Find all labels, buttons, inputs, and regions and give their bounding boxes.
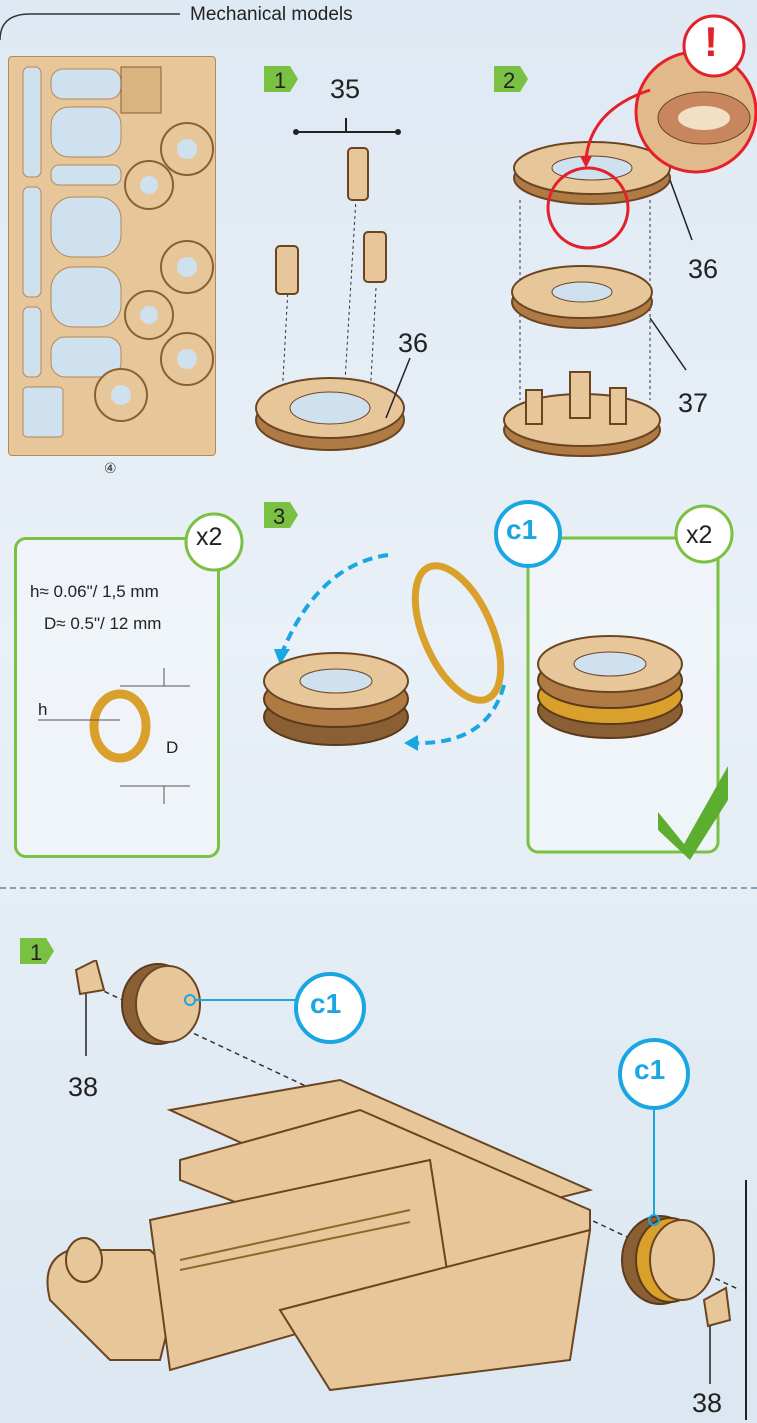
part-label-36-b: 36 (688, 254, 719, 284)
spec-h-label: h (38, 700, 48, 719)
svg-text:3: 3 (273, 504, 285, 529)
callout-circle-2 (618, 1038, 690, 1110)
bottom-step-1-badge: 1 (20, 938, 54, 965)
part-label-37: 37 (678, 388, 709, 418)
callout-c1-left: c1 (310, 988, 342, 1019)
parts-sheet (8, 56, 216, 456)
section-divider (0, 887, 757, 889)
part-label-38-left: 38 (68, 1072, 99, 1102)
biplane-assembly-illustration (46, 960, 747, 1420)
step-1-illustration (255, 118, 411, 451)
warning-icon: ! (704, 18, 718, 65)
spec-d-label: D (166, 738, 179, 757)
part-label-38-right: 38 (692, 1388, 723, 1418)
header-rule (0, 13, 180, 40)
spec-multiplier: x2 (196, 523, 223, 551)
header-title: Mechanical models (190, 4, 353, 25)
callout-c1-right: c1 (634, 1054, 666, 1085)
result-multiplier: x2 (686, 521, 713, 549)
svg-text:2: 2 (503, 68, 515, 93)
spec-multiplier-badge (184, 512, 244, 572)
spec-thickness: h≈ 0.06"/ 1,5 mm (30, 582, 159, 601)
part-label-36: 36 (398, 328, 429, 358)
callout-circle-1 (294, 972, 366, 1044)
step-1-badge: 1 (264, 66, 298, 93)
result-box (494, 500, 734, 860)
step-2-illustration (503, 14, 757, 457)
part-label-35: 35 (330, 74, 361, 104)
step-3-badge: 3 (264, 502, 298, 529)
rubber-band-diagram (38, 668, 190, 804)
svg-text:1: 1 (274, 68, 286, 93)
step-2-badge: 2 (494, 66, 528, 93)
sheet-number: ④ (104, 460, 117, 476)
parts-sheet-illustration (22, 66, 214, 438)
result-callout: c1 (506, 514, 538, 545)
svg-text:1: 1 (30, 940, 42, 965)
spec-diameter: D≈ 0.5"/ 12 mm (44, 614, 162, 633)
step-3-illustration (263, 553, 506, 751)
